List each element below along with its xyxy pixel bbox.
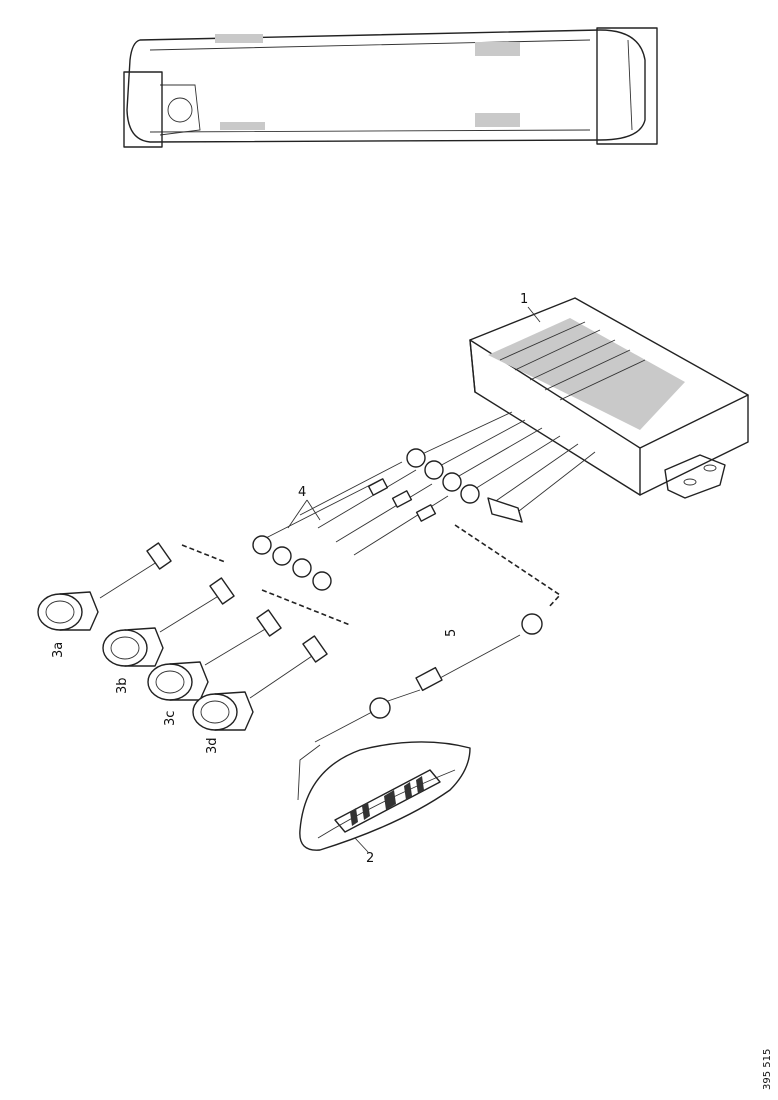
- sensor-harness: [252, 411, 596, 591]
- sensor-cable: [249, 651, 319, 699]
- vehicle-window-front-bottom: [220, 122, 265, 130]
- display-cable-plug: [415, 666, 443, 692]
- callouts: 1 4 5 2 3a 3b 3c 3d 395 515: [51, 292, 773, 1090]
- mounting-bracket: [664, 454, 726, 499]
- display-lower-edge: [317, 769, 456, 839]
- sensor-face: [110, 636, 140, 660]
- vehicle-overview: [123, 27, 658, 148]
- harness-sleeve: [391, 490, 413, 508]
- sensor-face: [200, 700, 230, 724]
- vehicle-front-detail: [159, 84, 201, 136]
- harness-connector: [460, 484, 480, 504]
- callout-sensor-a: 3a: [51, 642, 66, 658]
- display-segments: [350, 776, 424, 826]
- vehicle-window-front: [215, 34, 263, 43]
- harness-connector: [292, 558, 312, 578]
- bracket-hole: [683, 478, 697, 486]
- callout-2: 2: [366, 851, 374, 866]
- harness-wires-middle: [261, 461, 449, 556]
- harness-connector: [272, 546, 292, 566]
- harness-sleeve: [415, 504, 437, 522]
- rear-bumper-highlight: [596, 27, 658, 145]
- sensor-housing: [37, 593, 83, 631]
- callout-5: 5: [444, 629, 459, 637]
- sensor-plug: [146, 542, 172, 570]
- callout-sensor-d: 3d: [205, 737, 220, 754]
- sensor-face: [45, 600, 75, 624]
- vehicle-window-rear-bottom: [475, 113, 520, 127]
- rear-bumper-detail: [627, 39, 633, 131]
- sensor-cable: [99, 559, 161, 599]
- reference-number: 395 515: [762, 1049, 773, 1090]
- callout-1-leader: [527, 306, 541, 323]
- harness-wires-right: [419, 411, 596, 519]
- display-cable-connector: [521, 613, 543, 635]
- harness-connector: [424, 460, 444, 480]
- display-cable: [314, 613, 543, 743]
- control-unit-vents: [499, 321, 646, 401]
- display-unit: [297, 741, 471, 851]
- harness-connector: [252, 535, 272, 555]
- sensor-body: [124, 627, 164, 667]
- sensor-3c: [147, 609, 282, 701]
- display-lead: [314, 711, 373, 743]
- callout-4: 4: [298, 485, 306, 500]
- control-unit: [469, 297, 749, 499]
- connector-group-right: [406, 448, 523, 523]
- sensor-body: [214, 691, 254, 731]
- connector-group-left: [252, 535, 332, 591]
- dashed-harness-paths: [181, 524, 562, 626]
- callout-sensor-c: 3c: [163, 711, 178, 726]
- vehicle-wheel: [167, 97, 193, 123]
- harness-connector: [442, 472, 462, 492]
- harness-connector: [312, 571, 332, 591]
- callout-2-leader: [354, 837, 369, 853]
- vehicle-sill-lines: [149, 39, 591, 133]
- display-screen: [334, 769, 441, 833]
- sensor-face: [155, 670, 185, 694]
- sensor-plug: [256, 609, 282, 637]
- sensor-plug: [302, 635, 328, 663]
- harness-connector: [406, 448, 426, 468]
- vehicle-window-rear-top: [475, 42, 520, 56]
- harness-sleeve: [367, 478, 389, 496]
- display-cable-connector-2: [369, 697, 391, 719]
- sensor-3a: [37, 542, 172, 631]
- sensor-3b: [102, 577, 235, 667]
- display-bracket: [297, 744, 321, 801]
- sensor-housing: [147, 663, 193, 701]
- sensor-cable: [159, 591, 226, 633]
- bracket-hole-2: [703, 464, 717, 472]
- control-unit-top-panel: [488, 318, 685, 430]
- sensor-housing: [192, 693, 238, 731]
- sensor-plug: [209, 577, 235, 605]
- sensor-3d: [192, 635, 328, 731]
- callout-4-leaders: [287, 499, 321, 529]
- display-cable-wire: [384, 634, 521, 703]
- sensor-body: [59, 591, 99, 631]
- sensor-housing: [102, 629, 148, 667]
- front-bumper-highlight: [123, 71, 163, 148]
- callout-sensor-b: 3b: [115, 677, 130, 694]
- display-plug: [487, 497, 523, 523]
- sensor-cable: [204, 624, 273, 666]
- vehicle-body-outline: [126, 29, 646, 143]
- sensor-body: [169, 661, 209, 701]
- callout-1: 1: [520, 292, 528, 307]
